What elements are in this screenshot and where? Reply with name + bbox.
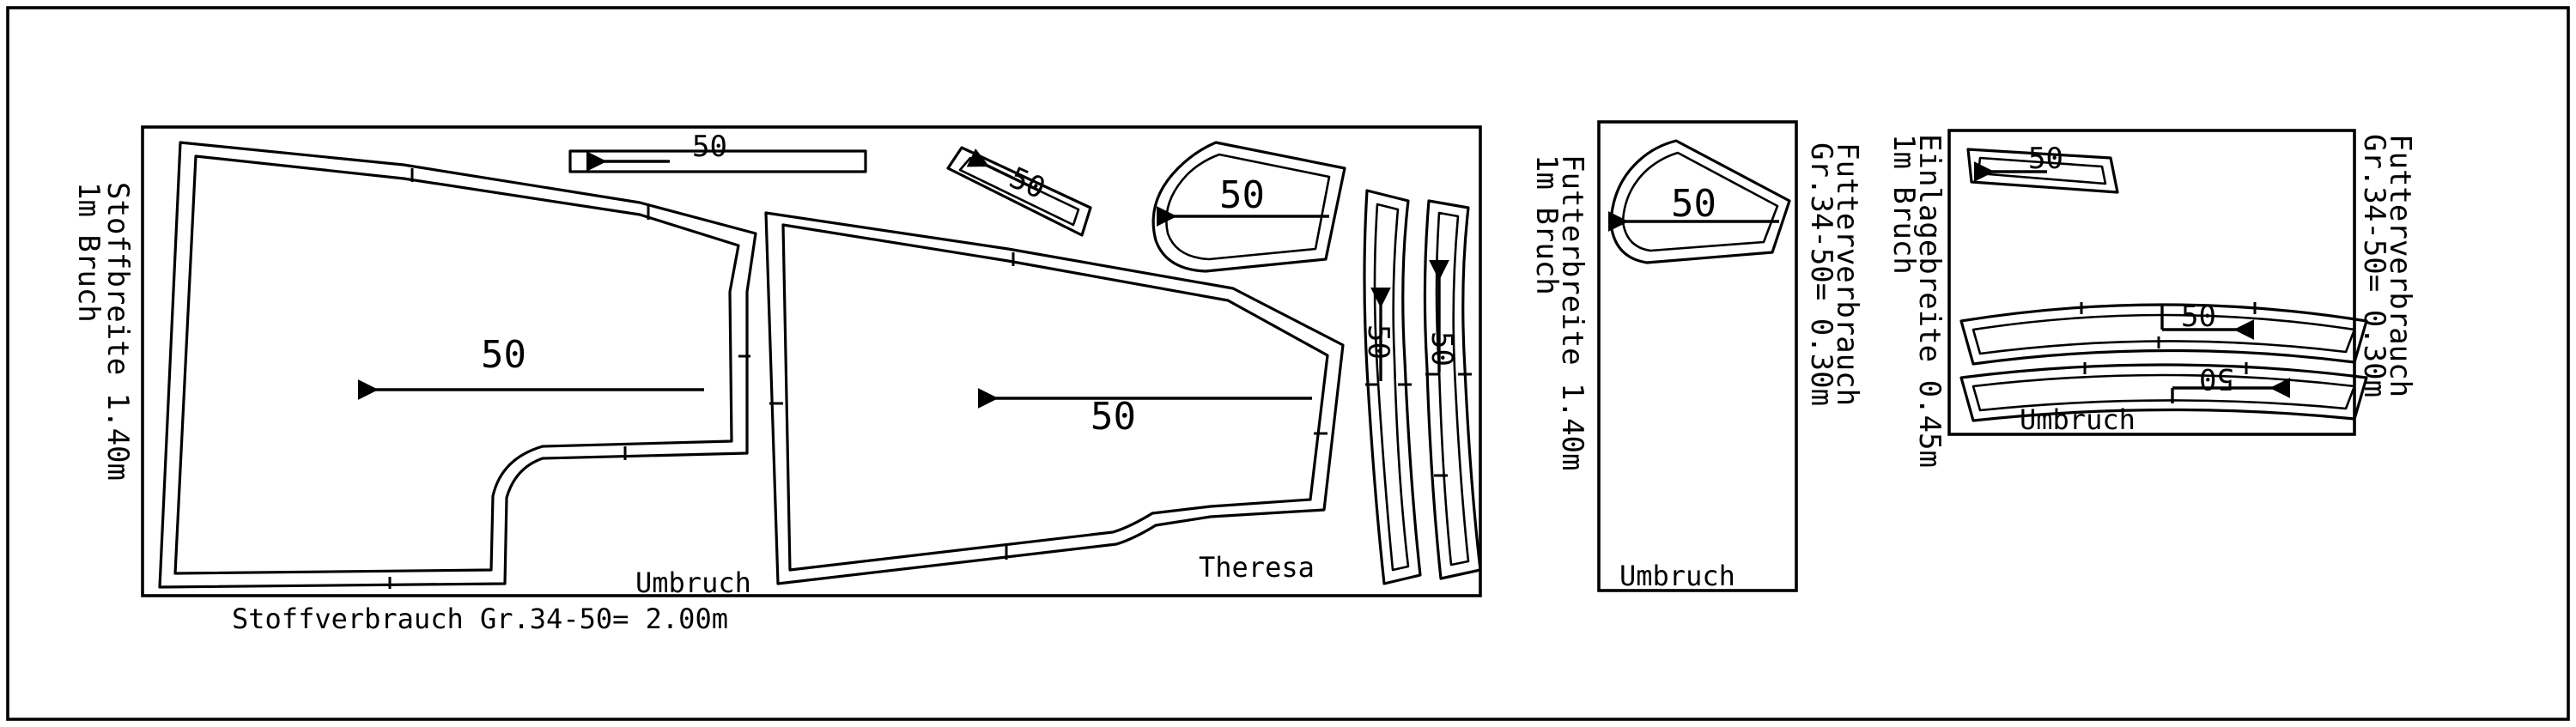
lining-width-note: Futterbreite 1.40m xyxy=(1555,154,1589,470)
pattern-piece-waistband-right: 50 xyxy=(1423,199,1482,580)
size-label: 50 xyxy=(2181,300,2216,334)
size-label: 50 xyxy=(1091,395,1136,439)
fold-label: Umbruch xyxy=(635,566,751,599)
fold-label: Umbruch xyxy=(2020,403,2136,436)
pattern-piece-tab-interfacing: 50 xyxy=(1966,142,2119,194)
size-label: 50 xyxy=(1219,173,1265,217)
size-label: 50 xyxy=(1671,182,1716,226)
pattern-piece-back: 50 xyxy=(158,141,757,589)
fabric-consumption-label: Stoffverbrauch Gr.34-50= 2.00m xyxy=(232,603,728,635)
size-label: 50 xyxy=(2199,361,2234,396)
pattern-piece-front: 50 xyxy=(764,211,1345,585)
interfacing-layout: 50 50 50 Umbruch Einlagebreite 0.45m 1m … xyxy=(1886,129,2417,468)
interfacing-consumption-line1: Futterverbrauch xyxy=(2383,134,2417,397)
interfacing-width-note: Einlagebreite 0.45m xyxy=(1912,134,1947,468)
pattern-piece-tab: 50 xyxy=(946,146,1092,237)
fold-label: Umbruch xyxy=(1619,560,1735,592)
size-label: 50 xyxy=(1425,331,1459,367)
pattern-piece-strip: 50 xyxy=(568,130,867,173)
outer-border xyxy=(6,6,2570,721)
pattern-piece-waistband-interfacing-bottom: 50 xyxy=(1959,361,2368,422)
interfacing-frame xyxy=(1947,129,2356,436)
pattern-piece-pocket-lining: 50 xyxy=(1607,139,1791,264)
pattern-name-label: Theresa xyxy=(1199,551,1315,584)
pattern-piece-waistband-left: 50 xyxy=(1361,189,1422,585)
pattern-piece-pocket: 50 xyxy=(1151,141,1346,273)
size-label: 50 xyxy=(481,333,526,377)
fabric-frame xyxy=(141,125,1482,597)
fabric-width-note: Stoffbreite 1.40m xyxy=(100,182,135,481)
lining-layout: 50 Umbruch Futterbreite 1.40m 1m Bruch F… xyxy=(1529,120,1864,592)
interfacing-fold-note: 1m Bruch xyxy=(1886,134,1921,275)
fold-note: 1m Bruch xyxy=(71,182,106,323)
pattern-piece-waistband-interfacing-top: 50 xyxy=(1959,300,2368,366)
lining-frame xyxy=(1597,120,1798,592)
grainline-arrow xyxy=(966,148,1040,192)
lining-consumption-line2: Gr.34-50= 0.30m xyxy=(1804,142,1838,406)
size-label: 50 xyxy=(2028,142,2063,176)
lining-fold-note: 1m Bruch xyxy=(1529,154,1564,295)
size-label: 50 xyxy=(692,130,727,164)
size-label: 50 xyxy=(1361,324,1395,360)
interfacing-consumption-line2: Gr.34-50= 0.30m xyxy=(2357,134,2391,397)
lining-consumption-line1: Futterverbrauch xyxy=(1830,142,1864,406)
main-fabric-layout: 50 50 50 50 xyxy=(71,125,1482,635)
